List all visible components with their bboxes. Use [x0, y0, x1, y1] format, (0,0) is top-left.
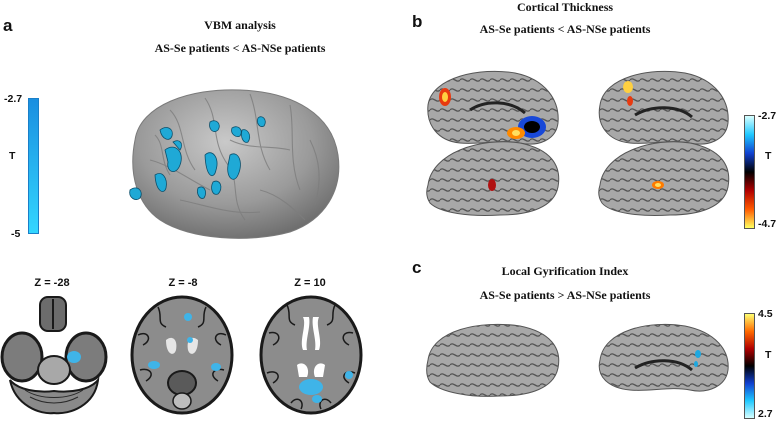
panel-a-title: VBM analysis — [204, 18, 276, 32]
panel-c-title: Local Gyrification Index — [501, 264, 629, 278]
colorbar-a — [28, 98, 39, 234]
slice-label-3: Z = 10 — [294, 277, 326, 289]
cortical-surfaces-c — [426, 323, 729, 397]
axial-slice-2 — [130, 295, 234, 415]
colorbar-c-bottom-label: 2.7 — [758, 408, 773, 420]
panel-letter-b: b — [412, 12, 423, 31]
colorbar-b — [744, 115, 755, 229]
colorbar-b-bottom-label: -4.7 — [758, 218, 777, 230]
slice-label-1: Z = -28 — [34, 277, 70, 289]
colorbar-a-max-label: -2.7 — [4, 93, 23, 105]
colorbar-b-top-label: -2.7 — [758, 110, 777, 122]
panel-a-subtitle: AS-Se patients < AS-NSe patients — [154, 41, 326, 55]
colorbar-a-min-label: -5 — [11, 228, 21, 240]
axial-slice-3 — [259, 295, 363, 415]
panel-b-title: Cortical Thickness — [516, 0, 614, 14]
slice-label-2: Z = -8 — [168, 277, 198, 289]
panel-letter-a: a — [3, 16, 13, 35]
colorbar-c-top-label: 4.5 — [758, 308, 773, 320]
panel-c-subtitle: AS-Se patients > AS-NSe patients — [479, 288, 651, 302]
colorbar-b-variable-label: T — [765, 150, 772, 162]
panel-letter-c: c — [412, 258, 422, 277]
vbm-clusters — [129, 116, 266, 200]
axial-slice-1 — [0, 296, 108, 415]
cortical-surfaces-b — [426, 70, 730, 216]
panel-b-subtitle: AS-Se patients < AS-NSe patients — [479, 22, 651, 36]
colorbar-c — [744, 313, 755, 419]
brain-3d-render — [129, 89, 340, 239]
colorbar-a-variable-label: T — [9, 150, 16, 162]
colorbar-c-variable-label: T — [765, 349, 772, 361]
